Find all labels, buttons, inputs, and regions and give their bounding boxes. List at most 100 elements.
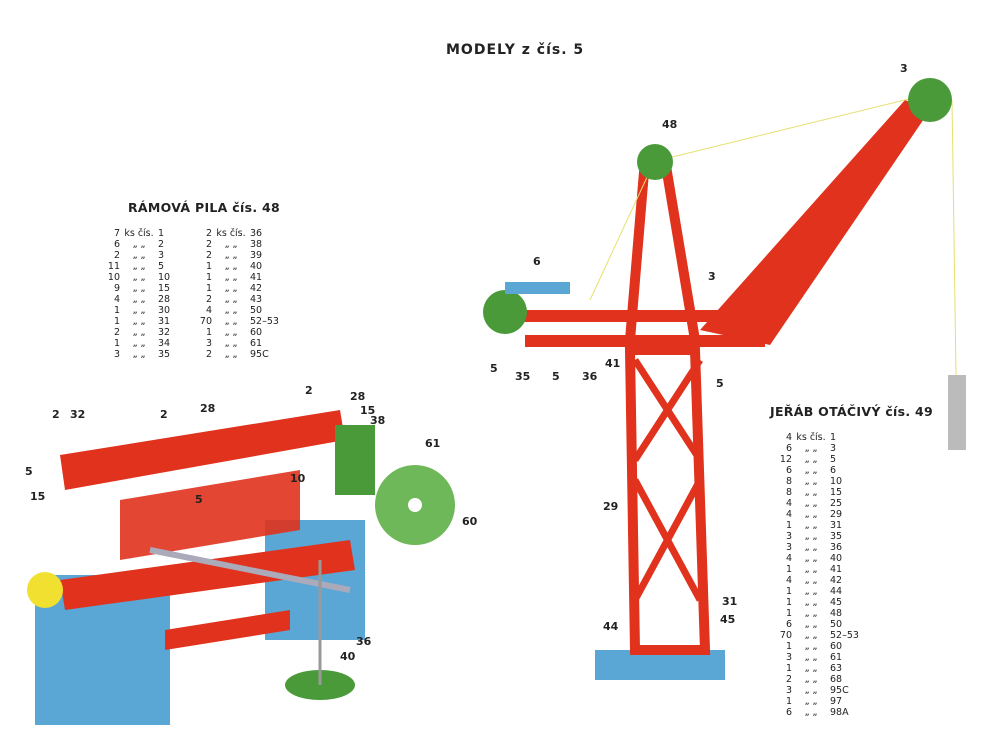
part-callout: 38: [370, 414, 386, 427]
parts-list-cell: „ „: [804, 531, 818, 542]
parts-list-cell: „ „: [804, 674, 818, 685]
parts-list-cell: 2: [205, 250, 212, 261]
parts-list-cell: 50: [830, 619, 843, 630]
parts-list-cell: „ „: [804, 652, 818, 663]
parts-list-cell: 2: [785, 674, 792, 685]
part-callout: 31: [722, 595, 738, 608]
parts-list-cell: 45: [830, 597, 843, 608]
parts-list-cell: 36: [830, 542, 843, 553]
part-callout: 5: [716, 377, 724, 390]
parts-list-cell: 1: [785, 641, 792, 652]
parts-list-row: 6„ „6: [772, 465, 860, 476]
parts-list-cell: 43: [250, 294, 263, 305]
parts-list-cell: 48: [830, 608, 843, 619]
parts-list-cell: 1: [158, 228, 165, 239]
parts-list-cell: 34: [158, 338, 171, 349]
part-callout: 41: [605, 357, 621, 370]
parts-list-cell: 4: [785, 575, 792, 586]
part-callout: 60: [462, 515, 478, 528]
parts-list-cell: 8: [785, 476, 792, 487]
part-callout: 5: [490, 362, 498, 375]
parts-list-cell: „ „: [132, 294, 146, 305]
part-callout: 36: [356, 635, 372, 648]
part-callout: 28: [200, 402, 216, 415]
parts-list-row: 3 „ „ 36: [772, 542, 860, 553]
parts-list-cell: 2: [113, 327, 120, 338]
part-callout: 45: [720, 613, 736, 626]
part-callout: 40: [340, 650, 356, 663]
parts-list-row: 2„ „3: [100, 250, 188, 261]
parts-list-cell: 1: [113, 338, 120, 349]
parts-list-cell: 4: [785, 498, 792, 509]
parts-list-cell: 8: [785, 487, 792, 498]
part-callout: 10: [290, 472, 306, 485]
parts-list-cell: 70: [199, 316, 212, 327]
parts-list-row: 1„ „34: [100, 338, 188, 349]
parts-list-row: 3„ „35: [772, 531, 860, 542]
parts-list-cell: 3: [785, 542, 792, 553]
parts-list-row: 6„ „2: [100, 239, 188, 250]
parts-list-row: 4„ „28: [100, 294, 188, 305]
parts-list-cell: „ „: [804, 443, 818, 454]
parts-list-cell: 35: [830, 531, 843, 542]
parts-list-row: 4„ „25: [772, 498, 860, 509]
parts-list-cell: 95C: [830, 685, 849, 696]
parts-list-cell: 97: [830, 696, 843, 707]
parts-list-cell: 42: [830, 575, 843, 586]
parts-list-row: 1„ „40: [192, 261, 280, 272]
parts-list-row: 1 „ „ 31: [100, 316, 188, 327]
parts-list-cell: 1: [785, 520, 792, 531]
parts-list-cell: 60: [830, 641, 843, 652]
part-callout: 5: [552, 370, 560, 383]
parts-list-cell: „ „: [132, 261, 146, 272]
parts-list-row: 1 „ „ 31: [772, 520, 860, 531]
parts-list-cell: 40: [830, 553, 843, 564]
parts-list-cell: 1: [113, 316, 120, 327]
part-callout: 3: [900, 62, 908, 75]
parts-list-cell: „ „: [804, 564, 818, 575]
part-callout: 5: [195, 493, 203, 506]
parts-list-row: 1„ „42: [192, 283, 280, 294]
parts-list-cell: 25: [830, 498, 843, 509]
parts-list-cell: „ „: [804, 520, 818, 531]
parts-list-cell: 1: [785, 696, 792, 707]
parts-list-cell: ks čís.: [216, 228, 246, 239]
parts-list-cell: 1: [785, 597, 792, 608]
parts-list-cell: 6: [785, 619, 792, 630]
parts-list-cell: „ „: [132, 316, 146, 327]
parts-list-row: 4„ „29: [772, 509, 860, 520]
parts-list-cell: „ „: [224, 283, 238, 294]
parts-list-cell: 68: [830, 674, 843, 685]
part-callout: 29: [603, 500, 619, 513]
parts-list-cell: 31: [158, 316, 171, 327]
parts-list-row: 3„ „95C: [772, 685, 860, 696]
parts-list-cell: 2: [205, 294, 212, 305]
parts-list-cell: 1: [205, 272, 212, 283]
parts-list-cell: 29: [830, 509, 843, 520]
parts-list-cell: 2: [113, 250, 120, 261]
parts-list-cell: 42: [250, 283, 263, 294]
parts-list-cell: 3: [830, 443, 837, 454]
parts-list-cell: 1: [205, 327, 212, 338]
parts-list-cell: „ „: [132, 305, 146, 316]
part-callout: 48: [662, 118, 678, 131]
parts-list-cell: 38: [250, 239, 263, 250]
parts-list-cell: 95C: [250, 349, 269, 360]
parts-list-cell: 52–53: [830, 630, 859, 641]
parts-list-cell: 1: [205, 261, 212, 272]
parts-list-cell: 31: [830, 520, 843, 531]
parts-list-cell: „ „: [804, 707, 818, 718]
parts-list-cell: 10: [107, 272, 120, 283]
parts-list-cell: 4: [205, 305, 212, 316]
part-callout: 2: [52, 408, 60, 421]
parts-list-row: 2„ „38: [192, 239, 280, 250]
parts-list-cell: „ „: [132, 239, 146, 250]
parts-list-cell: 2: [205, 239, 212, 250]
parts-list-cell: „ „: [804, 542, 818, 553]
parts-list-cell: „ „: [132, 283, 146, 294]
parts-list-cell: 2: [205, 228, 212, 239]
parts-list-row: 1„ „41: [772, 564, 860, 575]
parts-list-cell: „ „: [132, 349, 146, 360]
